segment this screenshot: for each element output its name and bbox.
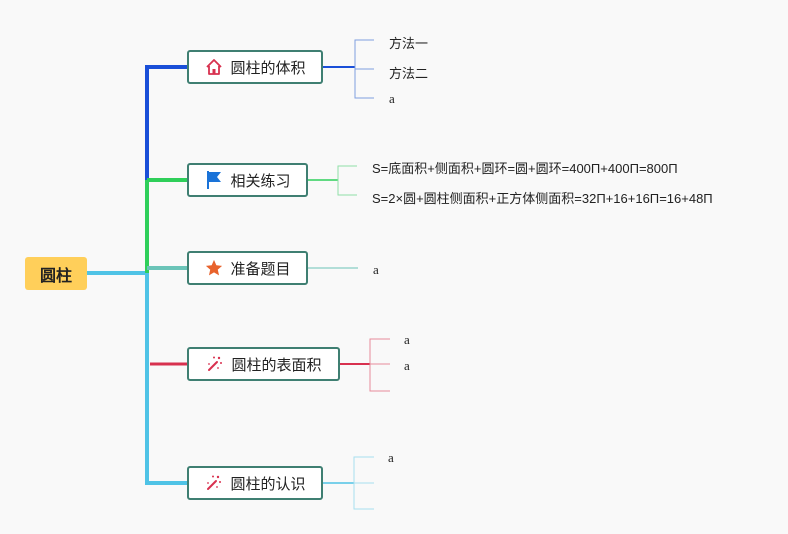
branch-node-surface-area[interactable]: 圆柱的表面积 [187, 347, 340, 381]
star-icon [204, 258, 224, 278]
leaf-formula-one[interactable]: S=底面积+侧面积+圆环=圆+圆环=400Π+400Π=800Π [372, 161, 678, 176]
branch-label: 圆柱的体积 [230, 59, 306, 77]
flag-icon [204, 170, 224, 190]
root-label: 圆柱 [39, 267, 72, 285]
leaf-item[interactable]: a [404, 358, 410, 373]
root-node[interactable]: 圆柱 [25, 257, 87, 290]
leaf-formula-two[interactable]: S=2×圆+圆柱侧面积+正方体侧面积=32Π+16+16Π=16+48Π [372, 191, 713, 206]
leaf-item[interactable]: a [404, 332, 410, 347]
branch-label: 圆柱的表面积 [231, 356, 322, 374]
connector-b5-bracket [353, 456, 374, 510]
leaf-method-two[interactable]: 方法二 [389, 66, 429, 81]
branch-label: 相关练习 [230, 172, 291, 190]
magic-wand-icon [204, 473, 224, 493]
connector-trunk-2 [145, 65, 187, 180]
magic-wand-icon [205, 354, 225, 374]
leaf-item[interactable]: a [389, 91, 395, 106]
branch-label: 圆柱的认识 [230, 475, 306, 493]
home-icon [204, 57, 224, 77]
connector-trunk-lower [145, 273, 187, 485]
branch-node-practice[interactable]: 相关练习 [187, 163, 308, 197]
leaf-item[interactable]: a [373, 262, 379, 277]
leaf-item[interactable]: a [388, 450, 394, 465]
branch-node-cylinder-volume[interactable]: 圆柱的体积 [187, 50, 323, 84]
branch-label: 准备题目 [230, 260, 291, 278]
branch-node-prepare-questions[interactable]: 准备题目 [187, 251, 308, 285]
branch-node-cylinder-intro[interactable]: 圆柱的认识 [187, 466, 323, 500]
connector-b4-bracket [369, 338, 390, 392]
connector-b1-bracket [354, 39, 374, 99]
leaf-method-one[interactable]: 方法一 [389, 36, 429, 51]
connector-b2-bracket [337, 165, 357, 196]
